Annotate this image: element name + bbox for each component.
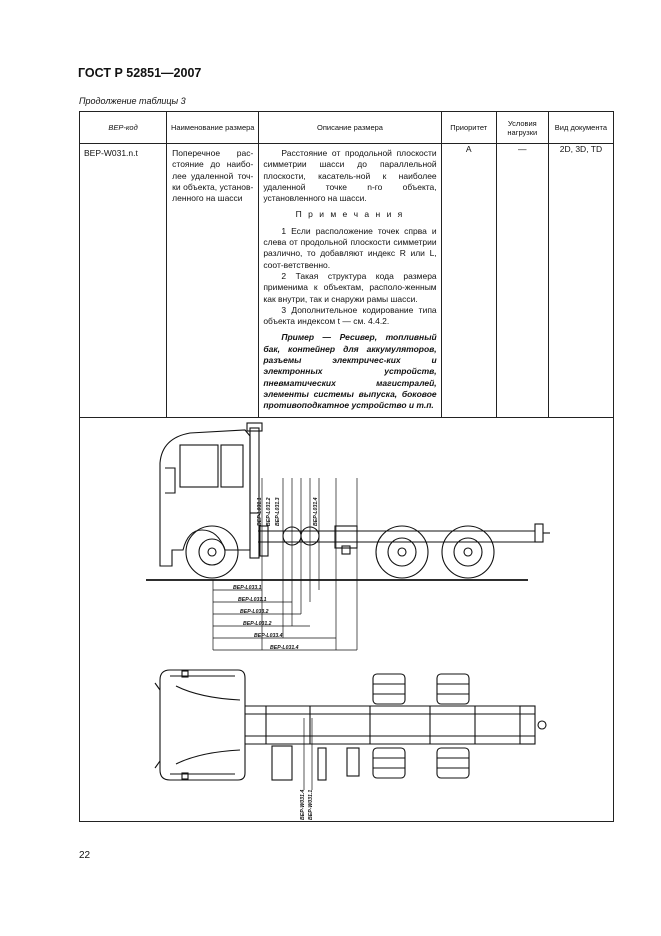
col-header-description: Описание размера: [258, 111, 442, 144]
col-header-name: Наименование размера: [166, 111, 260, 144]
dim-label-6: ВЕР-L031.4: [270, 645, 299, 651]
dim-label-4: ВЕР-L031.2: [243, 621, 272, 627]
figure-cell: ВЕР-L031.1 ВЕР-L031.2 ВЕР-L031.3 ВЕР-L03…: [79, 416, 614, 822]
dim-label-3: ВЕР-L033.2: [240, 609, 269, 615]
top-label-2: ВЕР-W031.1: [308, 789, 314, 819]
side-label-2: ВЕР-L031.2: [266, 497, 272, 526]
table-caption: Продолжение таблицы 3: [79, 96, 186, 106]
truck-drawing: ВЕР-L031.1 ВЕР-L031.2 ВЕР-L031.3 ВЕР-L03…: [146, 421, 550, 820]
side-label-4: ВЕР-L031.4: [313, 497, 319, 526]
dim-label-2: ВЕР-L031.1: [238, 597, 267, 603]
cell-code: ВЕР-W031.n.t: [78, 143, 168, 418]
cell-description: Расстояние от продольной плоскости симме…: [258, 143, 442, 418]
dim-label-5: ВЕР-L033.4: [254, 633, 283, 639]
table-header-row: ВЕР-код Наименование размера Описание ра…: [78, 111, 615, 144]
cell-name: Поперечное рас-стояние до наибо-лее удал…: [166, 143, 260, 418]
note-2: 2 Такая структура кода размера применима…: [263, 270, 437, 304]
figure-row: ВЕР-L031.1 ВЕР-L031.2 ВЕР-L031.3 ВЕР-L03…: [79, 416, 614, 822]
dim-label-1: ВЕР-L033.1: [233, 585, 262, 591]
col-header-code: ВЕР-код: [78, 111, 168, 144]
page-number: 22: [79, 850, 91, 861]
description-text: Расстояние от продольной плоскости симме…: [263, 148, 437, 204]
notes-heading: П р и м е ч а н и я: [295, 209, 405, 220]
side-label-3: ВЕР-L031.3: [275, 497, 281, 526]
side-label-1: ВЕР-L031.1: [257, 497, 263, 526]
col-header-doc: Вид документа: [547, 111, 615, 144]
table-row: ВЕР-W031.n.t Поперечное рас-стояние до н…: [78, 143, 615, 418]
col-header-load: Условия нагрузки: [495, 111, 549, 144]
document-title: ГОСТ Р 52851—2007: [78, 66, 202, 80]
example-text: Пример — Ресивер, топливный бак, контейн…: [263, 332, 437, 411]
top-label-1: ВЕР-W031.4: [300, 789, 306, 819]
note-1: 1 Если расположение точек спрва и слева …: [263, 225, 437, 270]
cell-doc: 2D, 3D, TD: [547, 143, 615, 418]
cell-load: —: [495, 143, 549, 418]
cell-priority: А: [440, 143, 497, 418]
dimension-table: ВЕР-код Наименование размера Описание ра…: [78, 111, 615, 822]
note-3: 3 Дополнительное кодирование типа объект…: [263, 304, 437, 327]
col-header-priority: Приоритет: [440, 111, 497, 144]
